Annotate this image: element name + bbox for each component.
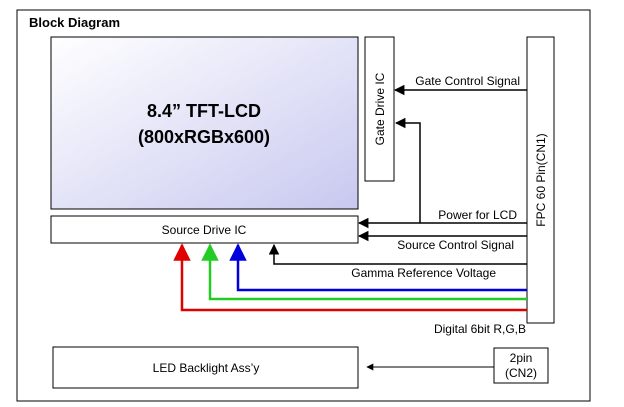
gate-drive-ic-block	[364, 36, 395, 182]
power-for-lcd-label: Power for LCD	[438, 208, 517, 222]
led-backlight-label: LED Backlight Ass’y	[153, 361, 260, 375]
panel-title-line2: (800xRGBx600)	[138, 127, 270, 147]
gate-control-signal-label: Gate Control Signal	[415, 74, 520, 88]
source-drive-ic-block	[50, 215, 359, 244]
gate-drive-ic-label: Gate Drive IC	[373, 72, 387, 145]
gamma-reference-label: Gamma Reference Voltage	[351, 266, 496, 280]
power-to-gate-line	[394, 117, 421, 223]
fpc-connector-label: FPC 60 Pin(CN1)	[534, 133, 548, 226]
tft-lcd-panel	[50, 36, 359, 210]
gamma-reference-line	[268, 243, 527, 265]
digital-rgb-label: Digital 6bit R,G,B	[434, 322, 526, 336]
diagram-title: Block Diagram	[29, 15, 120, 30]
digital-red-line	[173, 243, 527, 312]
cn2-connector-line2: (CN2)	[505, 366, 537, 380]
source-drive-ic-label: Source Drive IC	[162, 223, 247, 237]
cn2-connector-line1: 2pin	[510, 351, 533, 365]
digital-green-line	[201, 243, 527, 301]
panel-title-line1: 8.4” TFT-LCD	[147, 101, 261, 121]
source-control-signal-label: Source Control Signal	[397, 238, 514, 252]
outer-frame	[16, 9, 591, 402]
cn2-connector-block	[493, 347, 549, 384]
digital-blue-line	[229, 243, 527, 292]
fpc-connector-block	[526, 36, 555, 324]
led-backlight-block	[52, 346, 359, 389]
